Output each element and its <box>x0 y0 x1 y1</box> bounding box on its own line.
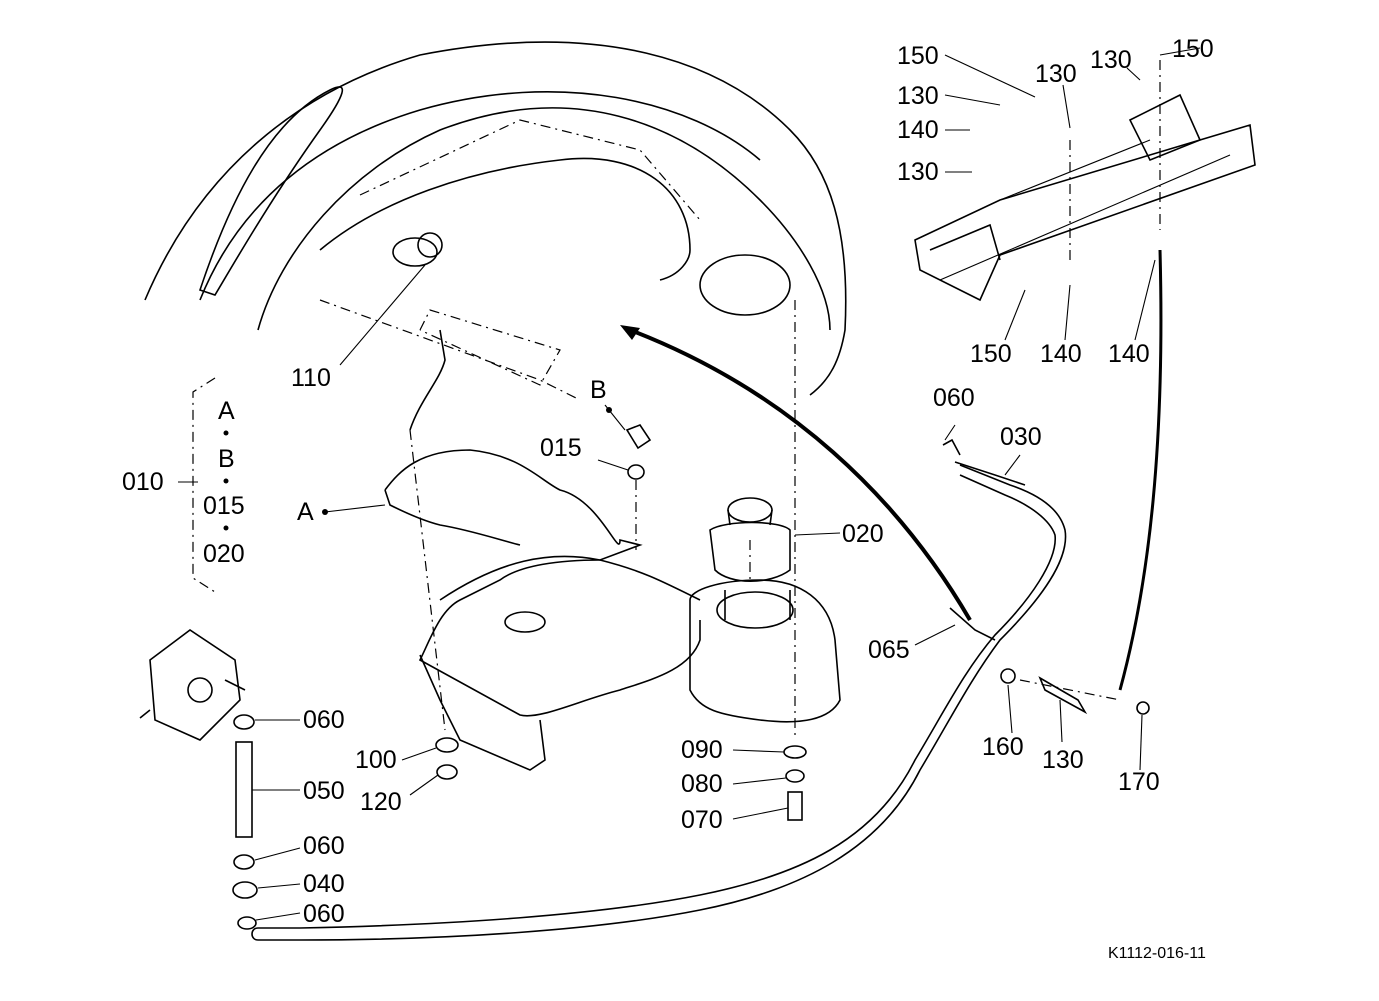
group-dots <box>223 407 612 531</box>
callout-060: 060 <box>303 900 345 928</box>
callout-060: 060 <box>303 706 345 734</box>
fuel-pump <box>139 629 246 741</box>
filter-line <box>232 714 258 930</box>
group-member-015: 015 <box>203 492 245 520</box>
callout-020: 020 <box>842 520 884 548</box>
callout-130: 130 <box>1090 46 1132 74</box>
callout-110: 110 <box>291 364 331 392</box>
callout-150: 150 <box>1172 35 1214 63</box>
callout-120: 120 <box>360 788 402 816</box>
callout-130: 130 <box>897 158 939 186</box>
callout-130: 130 <box>1042 746 1084 774</box>
group-member-A: A <box>218 397 235 425</box>
callout-090: 090 <box>681 736 723 764</box>
callout-150: 150 <box>897 42 939 70</box>
callout-140: 140 <box>897 116 939 144</box>
callout-060: 060 <box>303 832 345 860</box>
callout-080: 080 <box>681 770 723 798</box>
reference-code: K1112-016-11 <box>1108 945 1206 962</box>
callout-100: 100 <box>355 746 397 774</box>
leader-lines <box>178 47 1201 921</box>
callout-130: 130 <box>897 82 939 110</box>
callout-070: 070 <box>681 806 723 834</box>
callout-060: 060 <box>933 384 975 412</box>
callout-015: 015 <box>540 434 582 462</box>
callout-050: 050 <box>303 777 345 805</box>
callout-040: 040 <box>303 870 345 898</box>
callout-B: B <box>590 376 607 404</box>
callout-150: 150 <box>970 340 1012 368</box>
group-member-020: 020 <box>203 540 245 568</box>
hood-outline <box>144 41 847 431</box>
callout-140: 140 <box>1108 340 1150 368</box>
fuel-cap <box>709 497 791 583</box>
group-label: 010 <box>122 468 164 496</box>
hardware <box>417 232 1150 821</box>
callout-140: 140 <box>1040 340 1082 368</box>
fuel-hose <box>251 464 1067 941</box>
frame-bracket <box>914 93 1256 302</box>
callout-170: 170 <box>1118 768 1160 796</box>
group-member-B: B <box>218 445 235 473</box>
callout-065: 065 <box>868 636 910 664</box>
group-bracket <box>192 377 216 593</box>
callout-130: 130 <box>1035 60 1077 88</box>
guide-lines <box>409 60 1161 740</box>
callout-160: 160 <box>982 733 1024 761</box>
return-arrows <box>620 249 1163 691</box>
callout-A: A <box>297 498 314 526</box>
callout-030: 030 <box>1000 423 1042 451</box>
fuel-tank <box>384 449 841 771</box>
